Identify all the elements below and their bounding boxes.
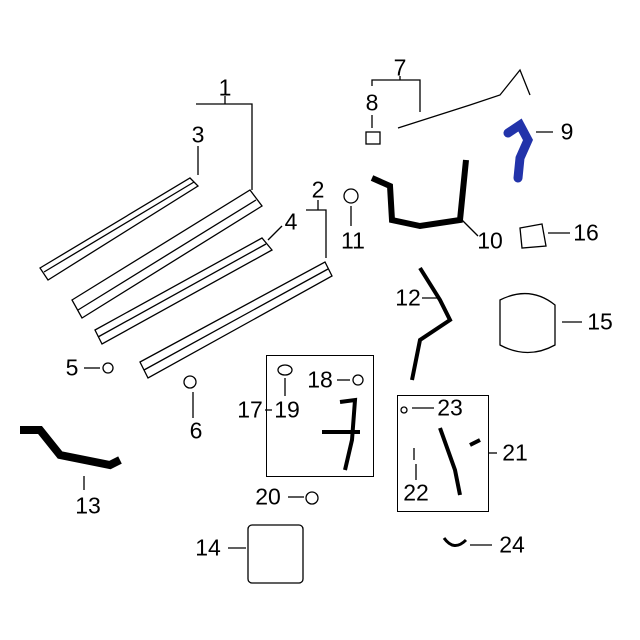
part-bolt-5 [102, 362, 114, 374]
callout-14[interactable]: 14 [195, 534, 221, 561]
part-housing-14 [247, 524, 304, 584]
callout-19[interactable]: 19 [274, 396, 300, 423]
part-hose-13 [20, 426, 122, 470]
callout-10[interactable]: 10 [477, 227, 503, 254]
part-clamp-20 [305, 491, 319, 505]
callout-2[interactable]: 2 [311, 176, 325, 203]
callout-15[interactable]: 15 [587, 308, 613, 335]
callout-3[interactable]: 3 [191, 121, 205, 148]
callout-13[interactable]: 13 [75, 492, 101, 519]
part-stud-22 [413, 448, 417, 480]
callout-12[interactable]: 12 [395, 284, 421, 311]
part-cap-16 [519, 223, 547, 249]
callout-24[interactable]: 24 [499, 531, 525, 558]
callout-4[interactable]: 4 [284, 208, 298, 235]
part-cooler-3[interactable] [39, 177, 200, 281]
callout-16[interactable]: 16 [573, 219, 599, 246]
part-tube-7 [397, 68, 531, 129]
callout-9[interactable]: 9 [560, 118, 574, 145]
callout-7[interactable]: 7 [393, 54, 407, 81]
part-radiator-2[interactable] [139, 261, 333, 379]
part-clamp-11 [343, 188, 359, 204]
callout-11[interactable]: 11 [341, 227, 365, 254]
part-cooler-4[interactable] [94, 237, 274, 345]
part-bolt-18 [352, 374, 364, 386]
callout-5[interactable]: 5 [65, 354, 79, 381]
callout-8[interactable]: 8 [365, 89, 379, 116]
part-hose-12 [410, 266, 453, 381]
callout-1[interactable]: 1 [218, 74, 232, 101]
part-hose-21 [438, 427, 481, 496]
part-cooler-1[interactable] [71, 189, 263, 319]
callout-23[interactable]: 23 [437, 394, 463, 421]
callout-17[interactable]: 17 [237, 396, 263, 423]
part-screw-23 [400, 406, 408, 414]
part-hose-9 [503, 118, 534, 183]
part-hose-10 [370, 159, 469, 230]
part-cap-19 [277, 364, 293, 376]
part-clamp-24 [442, 537, 468, 547]
callout-18[interactable]: 18 [307, 366, 333, 393]
group-box-21 [397, 395, 489, 512]
group-box-17 [266, 355, 374, 477]
callout-22[interactable]: 22 [403, 479, 429, 506]
part-clip-8 [365, 131, 381, 145]
callout-20[interactable]: 20 [255, 483, 281, 510]
part-clip-6 [183, 375, 197, 389]
callout-6[interactable]: 6 [189, 417, 203, 444]
callout-21[interactable]: 21 [502, 439, 528, 466]
part-reservoir-15 [499, 293, 556, 354]
part-valve-17 [322, 397, 360, 471]
